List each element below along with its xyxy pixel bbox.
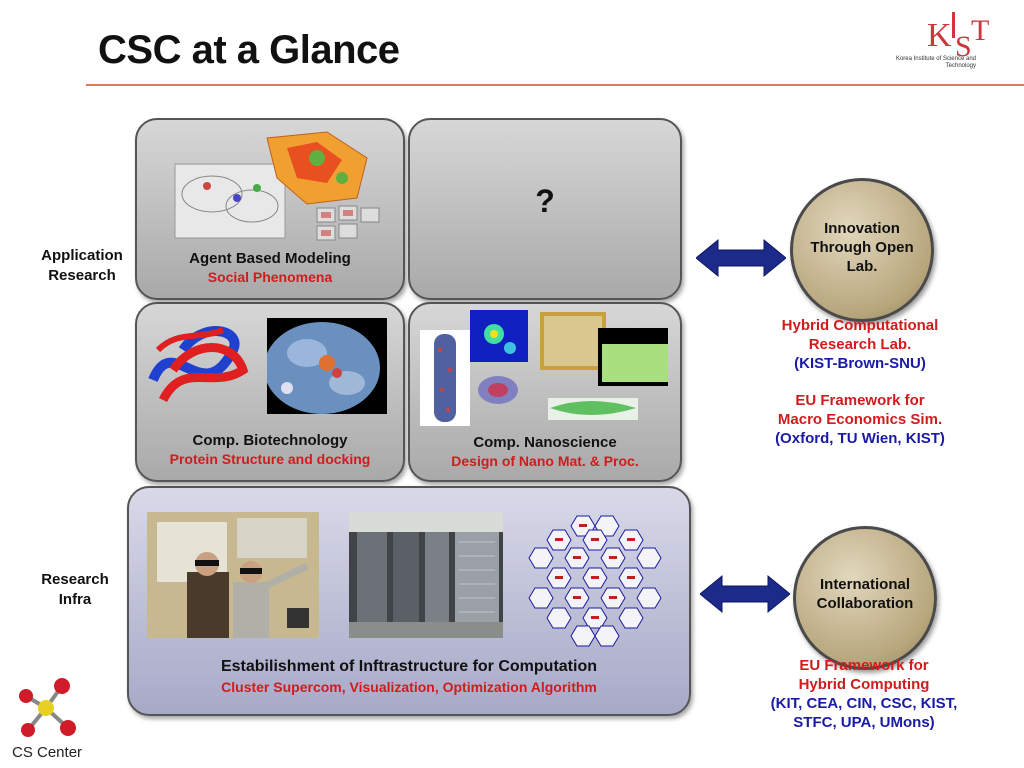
- nano-title: Comp. Nanoscience: [473, 434, 617, 451]
- hybrid-lab-line1: Hybrid Computational: [781, 317, 939, 334]
- eu-hybrid-line2: Hybrid Computing: [798, 676, 930, 693]
- circle-international: International Collaboration: [793, 526, 937, 670]
- title-divider: [86, 84, 1024, 86]
- panel-biotechnology: Comp. Biotechnology Protein Structure an…: [135, 302, 405, 482]
- eu-macro-line2: Macro Economics Sim.: [777, 411, 943, 428]
- agent-title: Agent Based Modeling: [189, 250, 351, 267]
- eu-macro-line1: EU Framework for: [795, 392, 925, 409]
- panel-unknown: ?: [408, 118, 682, 300]
- svg-text:K: K: [927, 17, 952, 54]
- kist-logo-subtitle: Korea Institute of Science and Technolog…: [895, 56, 976, 69]
- agent-model-diagram: [174, 131, 380, 241]
- international-text: International Collaboration: [816, 576, 914, 612]
- panel-nanoscience: Comp. Nanoscience Design of Nano Mat. & …: [408, 302, 682, 482]
- side-notes-upper: Hybrid Computational Research Lab. (KIST…: [750, 316, 970, 448]
- innovation-text: Innovation Through Open Lab.: [810, 220, 914, 275]
- nano-materials-images: [420, 310, 668, 426]
- supercomputer-cluster-photo: [349, 512, 503, 638]
- row-label-infra: Research Infra: [41, 571, 109, 608]
- cs-center-label: CS Center: [12, 744, 83, 761]
- eu-hybrid-partners-line1: (KIT, CEA, CIN, CSC, KIST,: [770, 695, 958, 712]
- circle-innovation: Innovation Through Open Lab.: [790, 178, 934, 322]
- protein-ribbon-image: [148, 326, 249, 403]
- double-arrow-icon: [700, 574, 790, 614]
- eu-macro-partners: (Oxford, TU Wien, KIST): [775, 430, 945, 447]
- panel-infrastructure: Estabilishment of Inftrastructure for Co…: [127, 486, 691, 716]
- side-notes-lower: EU Framework for Hybrid Computing (KIT, …: [744, 656, 984, 732]
- biotech-subtitle: Protein Structure and docking: [169, 451, 371, 467]
- agent-subtitle: Social Phenomena: [207, 269, 333, 285]
- hybrid-lab-line2: Research Lab.: [808, 336, 912, 353]
- infra-title: Estabilishment of Inftrastructure for Co…: [220, 658, 597, 675]
- panel-agent-modeling: Agent Based Modeling Social Phenomena: [135, 118, 405, 300]
- infra-subtitle: Cluster Supercom, Visualization, Optimiz…: [221, 679, 597, 695]
- kist-logo: K S T: [925, 6, 995, 69]
- svg-text:T: T: [971, 14, 989, 47]
- eu-hybrid-line1: EU Framework for: [799, 657, 929, 674]
- nano-subtitle: Design of Nano Mat. & Proc.: [451, 453, 639, 469]
- eu-hybrid-partners-line2: STFC, UPA, UMons): [793, 714, 935, 731]
- page-title: CSC at a Glance: [98, 28, 400, 72]
- cs-center-molecule-icon: [19, 678, 76, 737]
- svg-text:S: S: [955, 30, 970, 58]
- row-label-application: Application Research: [41, 247, 123, 284]
- question-mark: ?: [535, 183, 555, 219]
- optimization-hex-grid: [528, 515, 662, 647]
- kist-logo-mark: K S T: [927, 12, 991, 63]
- docking-surface-image: [267, 318, 387, 414]
- hybrid-lab-partners: (KIST-Brown-SNU): [794, 355, 926, 372]
- visualization-lab-photo: [147, 512, 319, 638]
- biotech-title: Comp. Biotechnology: [192, 432, 348, 449]
- double-arrow-icon: [696, 238, 786, 278]
